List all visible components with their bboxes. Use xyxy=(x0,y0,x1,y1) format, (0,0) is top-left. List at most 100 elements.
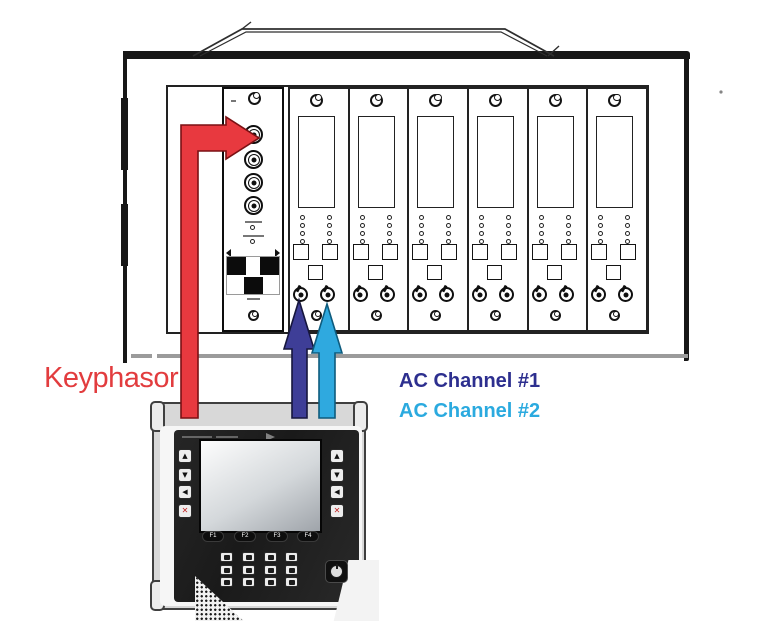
led-icon xyxy=(359,231,365,236)
test-jack-icon xyxy=(320,287,335,302)
led-icon xyxy=(419,231,425,236)
test-jack-icon xyxy=(591,287,607,302)
logo-icon xyxy=(266,433,275,441)
module-button xyxy=(381,244,398,260)
led-icon xyxy=(598,231,604,236)
module-button xyxy=(487,265,503,280)
function-key: F3 xyxy=(266,531,288,542)
test-jack-icon xyxy=(379,287,395,302)
module-button xyxy=(412,244,429,260)
led-icon xyxy=(506,223,512,228)
module-button xyxy=(352,244,369,260)
test-jack-icon xyxy=(412,287,428,302)
left-arrow-button: ◀ xyxy=(330,485,344,499)
led-icon xyxy=(250,225,255,230)
led-icon xyxy=(359,239,365,244)
keypad-key xyxy=(220,577,233,587)
channel-monitor-module xyxy=(586,89,647,330)
led-icon xyxy=(506,239,512,244)
rack-bottom-edge xyxy=(131,354,152,358)
down-arrow-button: ▼ xyxy=(330,468,344,482)
status-led-column xyxy=(565,215,571,244)
keypad-key xyxy=(264,565,277,575)
module-button xyxy=(427,265,443,280)
connector-block xyxy=(260,257,279,275)
led-icon xyxy=(446,231,452,236)
led-icon xyxy=(598,239,604,244)
led-icon xyxy=(625,215,631,220)
channel-monitor-module xyxy=(467,89,527,330)
keypad-key xyxy=(220,565,233,575)
led-icon xyxy=(359,223,365,228)
module-button xyxy=(620,244,637,260)
panel-mark xyxy=(231,100,236,102)
function-key: F2 xyxy=(234,531,256,542)
screw-icon xyxy=(370,310,382,321)
device-screen xyxy=(199,439,322,533)
module-button xyxy=(606,265,622,280)
test-jack-icon xyxy=(352,287,368,302)
module-label-window xyxy=(417,116,455,208)
test-jack-icon xyxy=(531,287,547,302)
module-button xyxy=(546,265,562,280)
test-jack-icon xyxy=(499,287,515,302)
tiny-label-mark xyxy=(243,235,264,237)
module-button xyxy=(308,265,323,280)
screw-icon xyxy=(609,310,621,321)
led-icon xyxy=(625,239,631,244)
connector-block xyxy=(244,277,263,294)
screw-icon xyxy=(369,94,383,107)
bnc-connector-icon xyxy=(244,150,263,169)
led-icon xyxy=(327,239,332,244)
function-key: F4 xyxy=(297,531,319,542)
led-icon xyxy=(625,223,631,228)
module-button xyxy=(322,244,338,260)
rack-top-edge xyxy=(124,51,690,59)
led-icon xyxy=(565,215,571,220)
keypad-key xyxy=(242,565,255,575)
ac-channel-1-label: AC Channel #1 xyxy=(399,370,541,392)
led-icon xyxy=(625,231,631,236)
led-icon xyxy=(419,223,425,228)
led-icon xyxy=(250,239,255,244)
led-icon xyxy=(506,215,512,220)
led-icon xyxy=(386,223,392,228)
channel-monitor-module xyxy=(288,89,348,330)
led-icon xyxy=(419,215,425,220)
corner-bumper xyxy=(150,401,165,432)
screw-icon xyxy=(489,94,503,107)
up-arrow-button: ▲ xyxy=(330,449,344,463)
module-button xyxy=(531,244,548,260)
led-icon xyxy=(327,223,332,228)
led-icon xyxy=(479,231,485,236)
led-icon xyxy=(300,239,305,244)
module-label-window xyxy=(596,116,634,208)
rack-bottom-edge xyxy=(157,354,688,358)
status-led-column xyxy=(598,215,604,244)
brand-mark xyxy=(182,436,212,438)
screw-icon xyxy=(608,94,622,107)
screw-icon xyxy=(549,310,561,321)
keyphasor-label: Keyphasor xyxy=(44,362,179,394)
rack-left-edge xyxy=(121,204,128,266)
status-led-column xyxy=(506,215,512,244)
channel-modules-row xyxy=(288,87,648,332)
module-button xyxy=(441,244,458,260)
led-icon xyxy=(565,223,571,228)
led-icon xyxy=(479,223,485,228)
test-jack-icon xyxy=(293,287,308,302)
screw-icon xyxy=(430,310,442,321)
stray-dot xyxy=(719,90,723,94)
module-label-window xyxy=(536,116,574,208)
led-icon xyxy=(538,215,544,220)
test-jack-icon xyxy=(439,287,455,302)
led-icon xyxy=(598,223,604,228)
tiny-label-mark xyxy=(247,298,260,300)
rack-right-edge xyxy=(684,53,689,361)
status-led-column xyxy=(300,215,305,244)
led-icon xyxy=(300,231,305,236)
keypad-key xyxy=(242,577,255,587)
keypad-key xyxy=(242,552,255,562)
